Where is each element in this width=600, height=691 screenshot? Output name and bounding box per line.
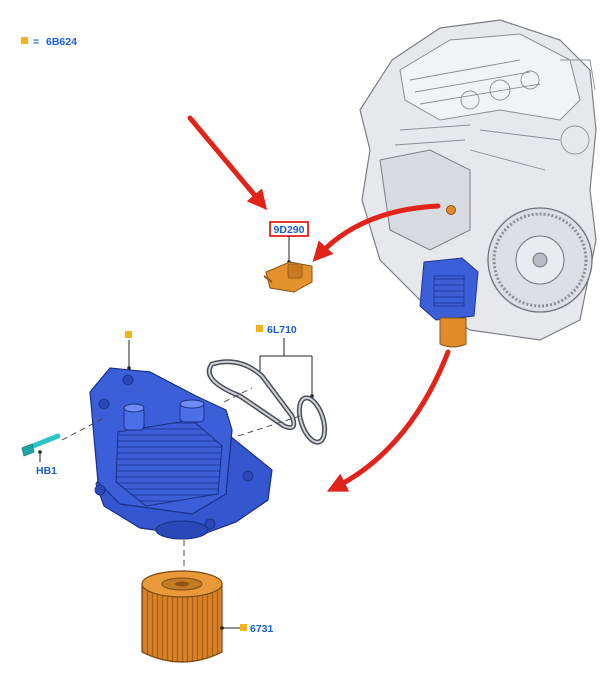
engine-illustration	[359, 19, 597, 348]
assembly-lines	[61, 387, 301, 574]
oil-cooler-callout	[125, 331, 132, 370]
legend-marker-icon	[21, 37, 28, 44]
red-arrows	[187, 115, 451, 492]
oil-pressure-sensor	[263, 261, 313, 293]
oil-filter-marker-icon	[240, 624, 247, 631]
sensor-part-label: 9D290	[274, 224, 305, 236]
curved-arrow-to-cooler-icon	[326, 349, 451, 492]
oil-cooler-housing	[89, 367, 273, 540]
gasket-seals	[206, 359, 328, 445]
oil-cooler-marker-icon	[125, 331, 132, 338]
oil-filter-callout: 6731	[220, 623, 274, 635]
sensor-callout: 9D290	[269, 221, 309, 264]
pointer-arrow-icon	[187, 115, 268, 211]
sensor-location-icon	[446, 205, 456, 215]
bolt-part: HB1	[21, 433, 61, 477]
legend-equals: =	[33, 36, 39, 48]
flywheel	[487, 207, 593, 313]
bolt-part-label: HB1	[36, 465, 57, 477]
gasket-part-label: 6L710	[267, 324, 297, 336]
legend: = 6B624	[21, 36, 77, 48]
legend-part-number: 6B624	[46, 36, 77, 48]
oil-filter	[141, 570, 223, 663]
gasket-marker-icon	[256, 325, 263, 332]
gasket-callout: 6L710	[256, 324, 314, 398]
engine-oil-cooler-location	[419, 257, 479, 348]
oil-filter-part-label: 6731	[250, 623, 274, 635]
curved-arrow-to-sensor-icon	[312, 203, 441, 262]
